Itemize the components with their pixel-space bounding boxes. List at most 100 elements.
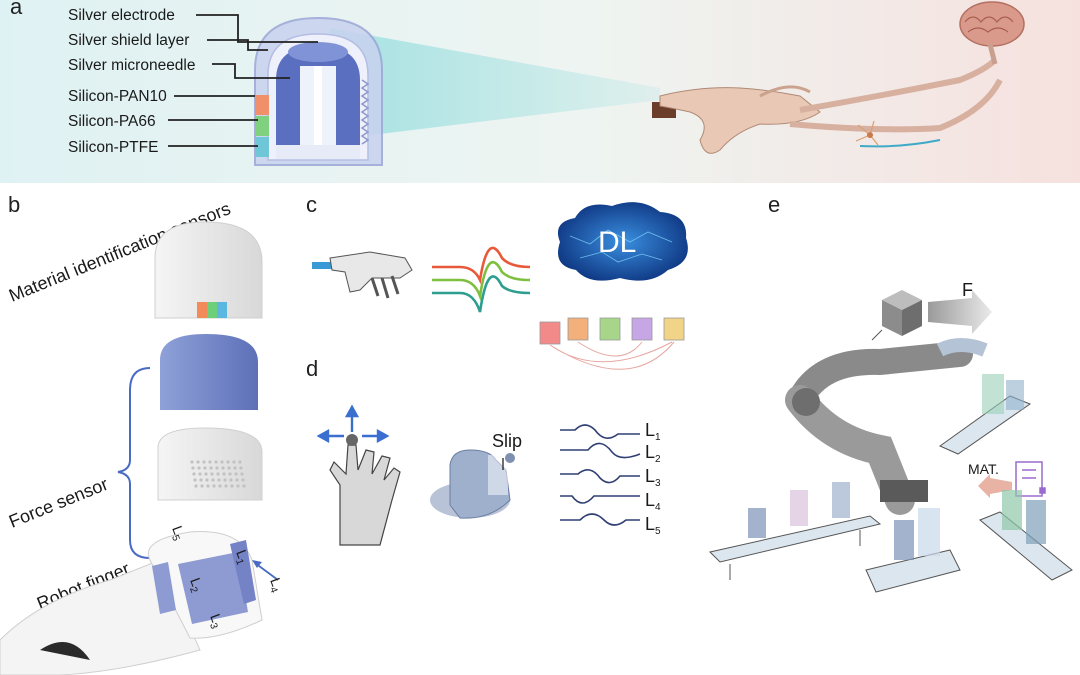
panel-e: e F MAT. (709, 192, 1073, 593)
sensor-hole (220, 460, 224, 464)
wave-label-l4: L4 (645, 490, 661, 513)
sensor-hole (221, 466, 225, 470)
sensor-hole (196, 460, 200, 464)
conveyor-center (865, 508, 961, 593)
signal-wave-1 (432, 246, 531, 285)
sensor-hole (209, 466, 213, 470)
label-silver-electrode: Silver electrode (68, 7, 175, 24)
layer-leader-lines (168, 14, 318, 147)
wave-label-l5: L5 (645, 514, 661, 537)
sensor-hole (232, 460, 236, 464)
label-silicon-ptfe: Silicon-PTFE (68, 139, 158, 156)
panel-a: a Silver electrode (0, 0, 1080, 183)
sensor-hole (192, 472, 196, 476)
sensor-hole (214, 460, 218, 464)
conveyor-right (979, 490, 1073, 581)
layer-pan10-swatch (255, 95, 269, 115)
sensor-hole (233, 466, 237, 470)
sensor-hole (235, 478, 239, 482)
robot-hand-d (329, 434, 401, 546)
force-sensor-blue-cap (160, 334, 258, 410)
sensor-hole (190, 460, 194, 464)
direction-arrows (316, 404, 390, 444)
sensor-hole (193, 478, 197, 482)
sensor-hole (198, 472, 202, 476)
sensor-hole (202, 460, 206, 464)
panel-c-letter: c (306, 192, 317, 217)
slip-wave-labels: L1 L2 L3 L4 L5 (645, 420, 661, 537)
force-arrow (928, 290, 992, 334)
deep-learning-brain: DL (557, 202, 688, 281)
slip-hand (430, 449, 515, 519)
panel-d: d Slip (306, 356, 661, 546)
label-force-sensor: Force sensor (6, 474, 111, 532)
sensor-hole (218, 484, 222, 488)
sensor-hole (238, 460, 242, 464)
sensor-hole (217, 478, 221, 482)
sensor-hole (211, 478, 215, 482)
sensor-hole (229, 478, 233, 482)
layer-ptfe-swatch (255, 137, 269, 157)
sensor-label-l4: L4 (264, 576, 287, 595)
sensor-hole (222, 472, 226, 476)
sensor-hole (240, 472, 244, 476)
sensor-hole (230, 484, 234, 488)
sensor-hole (191, 466, 195, 470)
wave-label-l1: L1 (645, 420, 661, 443)
layer-pa66-swatch (255, 116, 269, 136)
sensor-hole (204, 472, 208, 476)
panel-d-letter: d (306, 356, 318, 381)
conveyor-top (938, 374, 1032, 455)
force-sensor-grey-cap (157, 427, 263, 501)
force-cube (871, 290, 922, 341)
sensor-hole (215, 466, 219, 470)
signal-wave-3 (432, 275, 531, 313)
sensor-hole (205, 478, 209, 482)
wave-label-l2: L2 (645, 442, 661, 465)
document-icon (1015, 461, 1046, 497)
panel-c: c DL (306, 192, 688, 370)
force-sensor-bracket (117, 367, 151, 559)
sensor-hole (234, 472, 238, 476)
sensor-hole (199, 478, 203, 482)
mat-arrow (978, 474, 1012, 498)
sensor-hole (197, 466, 201, 470)
signal-waveforms (432, 246, 531, 313)
hand-nerve-illustration (652, 1, 1025, 154)
sensor-hole (242, 484, 246, 488)
sensor-hole (223, 478, 227, 482)
sensor-hole (208, 460, 212, 464)
robotic-arm (785, 338, 988, 515)
slip-label: Slip (492, 431, 522, 451)
sensor-hole (228, 472, 232, 476)
robot-finger (0, 531, 279, 675)
sensor-zoom-beam (330, 28, 660, 140)
panel-b-letter: b (8, 192, 20, 217)
sensor-hole (200, 484, 204, 488)
sensor-hole (210, 472, 214, 476)
signal-wave-2 (432, 260, 531, 302)
neural-network-cubes (539, 317, 685, 370)
brain (959, 1, 1025, 65)
sensor-hole (241, 478, 245, 482)
sensor-hole (224, 484, 228, 488)
label-silver-microneedle: Silver microneedle (68, 57, 196, 74)
conveyor-left (709, 482, 882, 580)
robot-hand-c (312, 251, 413, 299)
sensor-hole (236, 484, 240, 488)
panel-e-letter: e (768, 192, 780, 217)
slip-waveforms (560, 424, 641, 526)
sensor-hole (227, 466, 231, 470)
dl-label: DL (598, 226, 636, 259)
panel-a-letter: a (10, 0, 23, 19)
sensor-hole (206, 484, 210, 488)
sensor-cross-section (254, 16, 383, 166)
label-silicon-pa66: Silicon-PA66 (68, 113, 156, 130)
sensor-hole (216, 472, 220, 476)
force-label: F (962, 280, 973, 300)
sensor-hole (203, 466, 207, 470)
sensor-hole (194, 484, 198, 488)
label-silver-shield-layer: Silver shield layer (68, 32, 189, 49)
sensor-hole (239, 466, 243, 470)
